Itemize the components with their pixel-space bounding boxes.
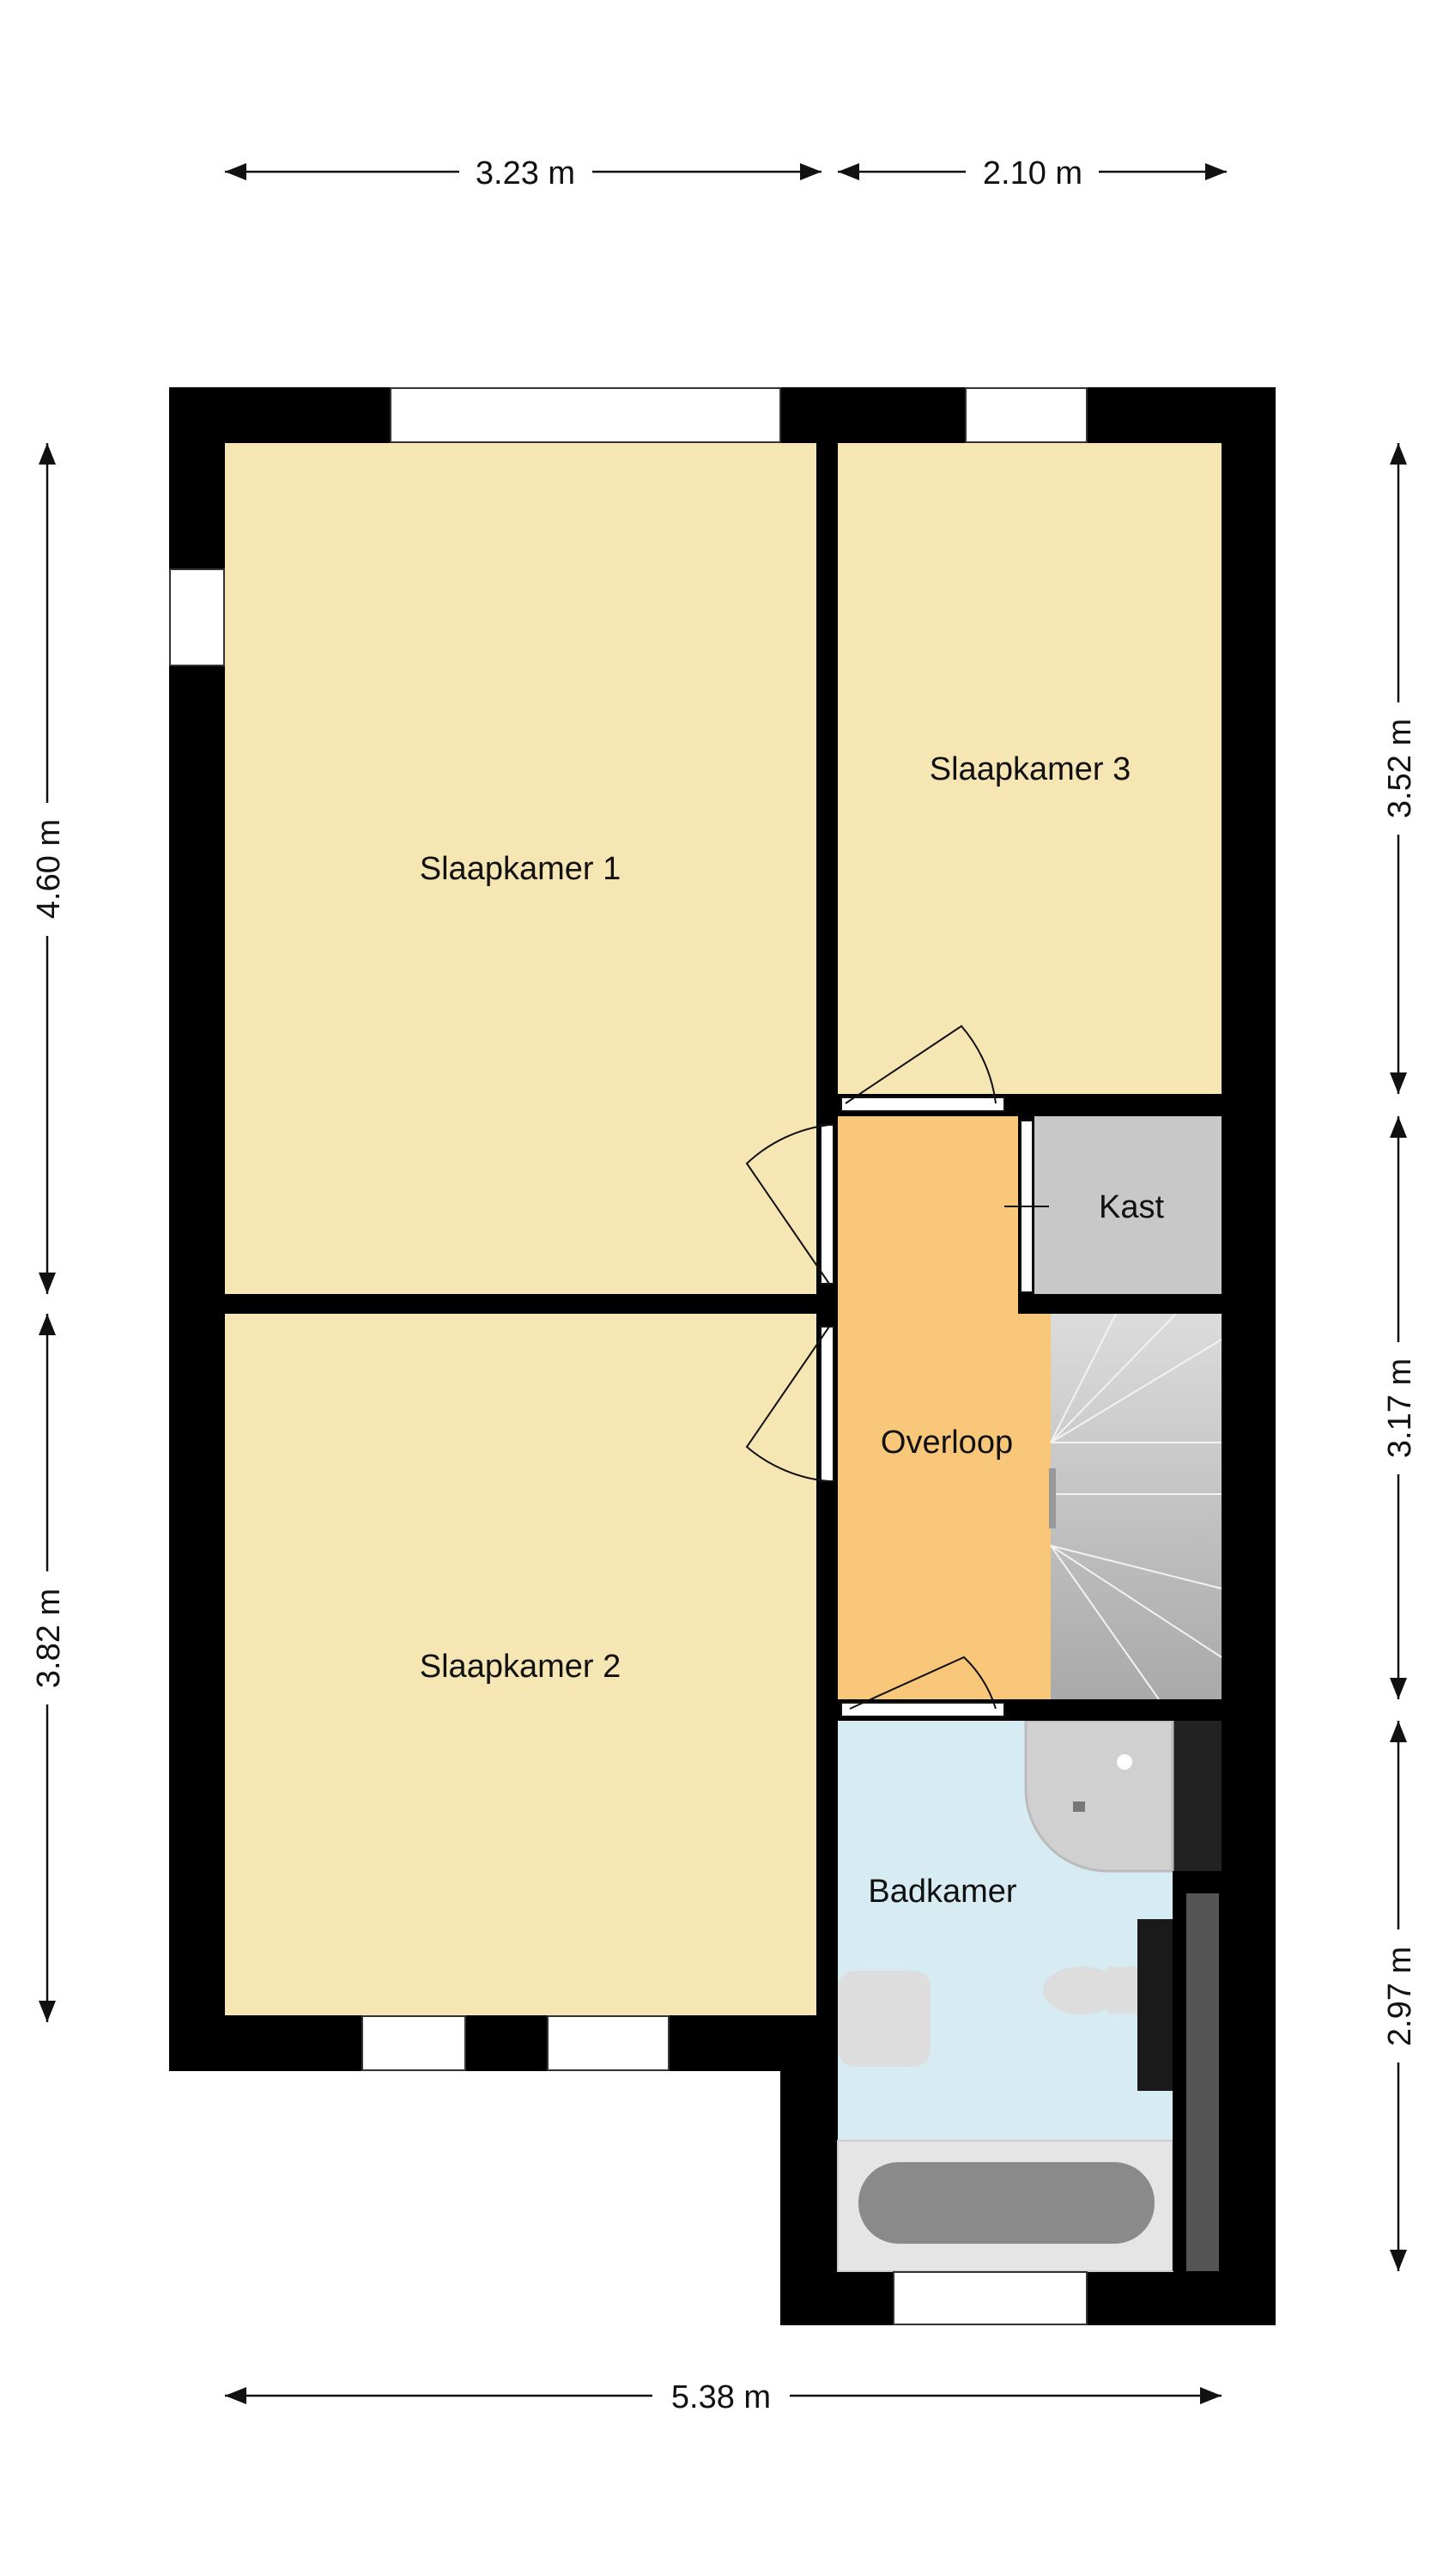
room-slaapkamer-1 bbox=[225, 443, 816, 1294]
dimension-top-left: 3.23 m bbox=[225, 155, 822, 191]
svg-text:5.38 m: 5.38 m bbox=[671, 2379, 771, 2415]
label-slaapkamer-1: Slaapkamer 1 bbox=[420, 851, 621, 887]
svg-text:3.52 m: 3.52 m bbox=[1382, 719, 1418, 818]
svg-text:2.10 m: 2.10 m bbox=[983, 155, 1082, 191]
toilet bbox=[1043, 1919, 1173, 2091]
stairs bbox=[1049, 1313, 1222, 1700]
svg-text:2.97 m: 2.97 m bbox=[1382, 1947, 1418, 2046]
room-slaapkamer-3 bbox=[838, 443, 1222, 1094]
bathtub bbox=[837, 2140, 1173, 2272]
svg-text:4.60 m: 4.60 m bbox=[31, 819, 67, 919]
shower bbox=[1024, 1719, 1174, 1873]
dimension-right-middle: 3.17 m bbox=[1382, 1116, 1418, 1699]
label-slaapkamer-2: Slaapkamer 2 bbox=[420, 1649, 621, 1685]
dimension-left-upper: 4.60 m bbox=[31, 443, 67, 1294]
room-slaapkamer-2 bbox=[225, 1314, 816, 2015]
label-slaapkamer-3: Slaapkamer 3 bbox=[930, 751, 1131, 787]
svg-text:3.23 m: 3.23 m bbox=[476, 155, 575, 191]
label-kast: Kast bbox=[1099, 1189, 1164, 1225]
label-overloop: Overloop bbox=[881, 1425, 1013, 1461]
sink bbox=[838, 1971, 931, 2067]
dimension-right-upper: 3.52 m bbox=[1382, 443, 1418, 1094]
doors bbox=[745, 1024, 1049, 1717]
dimension-left-lower: 3.82 m bbox=[31, 1314, 67, 2022]
svg-text:3.82 m: 3.82 m bbox=[31, 1589, 67, 1688]
dimension-top-right: 2.10 m bbox=[838, 155, 1227, 191]
dimension-right-lower: 2.97 m bbox=[1382, 1721, 1418, 2271]
label-badkamer: Badkamer bbox=[868, 1874, 1017, 1910]
room-kast bbox=[1034, 1116, 1222, 1294]
windows bbox=[169, 387, 1088, 2325]
room-overloop bbox=[838, 1116, 1051, 1700]
svg-text:3.17 m: 3.17 m bbox=[1382, 1358, 1418, 1458]
dimension-bottom: 5.38 m bbox=[225, 2379, 1222, 2415]
